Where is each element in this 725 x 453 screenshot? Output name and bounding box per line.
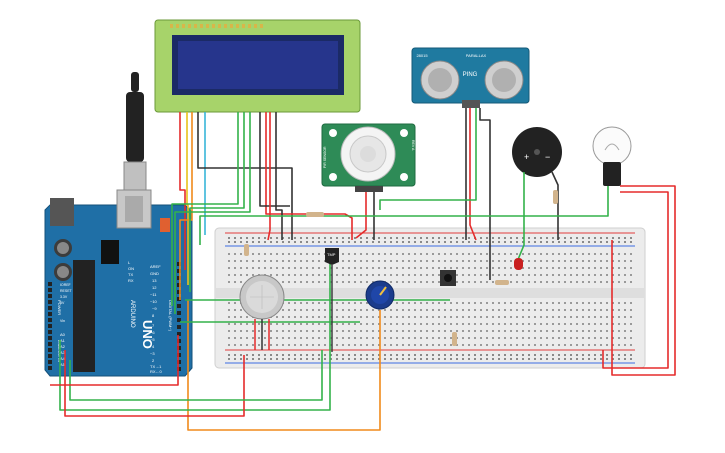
wire-bottom-orange <box>187 300 381 431</box>
wire-pir-red <box>355 192 367 239</box>
wire-red-ard <box>50 335 179 386</box>
breadboard-holes <box>228 237 632 360</box>
rx-led-label: RX <box>128 278 134 283</box>
pin-3-label: ~3 <box>150 351 155 356</box>
wire-bottom-red <box>64 350 245 417</box>
lcd-pin-header <box>170 24 263 28</box>
pir-right-label: REV A <box>411 140 415 151</box>
v5-label: 5V <box>60 301 65 305</box>
wire-bulb-red <box>611 185 676 376</box>
light-bulb[interactable] <box>592 126 632 186</box>
wire-bottom-green <box>59 260 331 411</box>
ultrasonic-sensor[interactable]: PING PARALLAX 28015 <box>411 47 530 108</box>
l-led-label: L <box>128 260 131 265</box>
on-led-label: ON <box>128 266 134 271</box>
piezo-buzzer[interactable]: + − <box>512 127 562 177</box>
a4-label: A4 <box>60 356 66 361</box>
wire-bottom-green2 <box>69 350 323 401</box>
pin-10-label: ~10 <box>150 299 158 304</box>
push-button[interactable] <box>440 270 456 286</box>
wire-lcd-orange <box>179 112 193 300</box>
pin-8-label: 8 <box>152 313 155 318</box>
buzzer-plus-label: + <box>524 152 529 162</box>
tmp-label: TMP <box>327 252 336 257</box>
buzzer-minus-label: − <box>545 152 550 162</box>
wire-lcd-yellow <box>186 112 189 285</box>
arduino-power-label: POWER <box>57 300 62 315</box>
a0-label: A0 <box>60 332 66 337</box>
wire-lcd-red-2 <box>265 112 318 215</box>
resistors <box>244 190 558 346</box>
arduino-digital-header <box>177 262 181 371</box>
gas-sensor[interactable] <box>239 274 285 350</box>
reset-label: RESET <box>60 289 73 293</box>
wire-lcd-red <box>179 112 186 270</box>
wire-buzzer-black <box>551 171 559 240</box>
aref-label: AREF <box>150 264 161 269</box>
tx-pin-label: TX→1 <box>150 364 162 369</box>
pin-12-label: 12 <box>152 285 157 290</box>
pin-4-label: 4 <box>152 344 155 349</box>
arduino-model-text: UNO <box>140 320 155 349</box>
arduino-digital-label: DIGITAL (PWM~) <box>168 300 173 332</box>
red-led[interactable] <box>514 258 523 270</box>
wire-lcd-red-3 <box>267 112 271 241</box>
rx-pin-label: RX←0 <box>150 369 163 374</box>
gnd-label: GND <box>150 271 159 276</box>
potentiometer[interactable] <box>365 280 395 310</box>
pin-9-label: ~9 <box>152 306 157 311</box>
vin-label: Vin <box>60 319 65 323</box>
arduino-uno-board[interactable]: ARDUINO UNO DIGITAL (PWM~) POWER ANALOG … <box>44 189 193 377</box>
arduino-logo-text: ARDUINO <box>129 300 135 328</box>
a2-label: A2 <box>60 344 66 349</box>
pir-left-label: PIR SENSOR <box>323 146 327 168</box>
wire-lcd-black-3 <box>275 112 283 240</box>
arduino-power-analog-header <box>48 282 52 370</box>
wire-bulb-red-2 <box>602 191 669 369</box>
pir-sensor[interactable]: PIR SENSOR REV A <box>321 123 416 192</box>
wire-buzzer-green <box>516 172 525 263</box>
breadboard[interactable] <box>214 227 646 369</box>
wire-ping-green <box>379 108 477 210</box>
wire-ping-black2 <box>479 108 491 280</box>
wire-bulb-green <box>199 186 609 245</box>
a1-label: A1 <box>60 338 66 343</box>
wire-lcd-green-2 <box>171 112 239 306</box>
wire-ping-red <box>469 108 477 241</box>
ping-label: PING <box>463 72 478 78</box>
wire-lcd-green-1 <box>189 112 245 292</box>
pin-2-label: 2 <box>152 358 155 363</box>
v33-label: 3.3V <box>60 295 68 299</box>
lcd-display[interactable] <box>154 19 361 113</box>
parallax-label: PARALLAX <box>466 53 487 58</box>
sensor-code-label: 28015 <box>416 53 428 58</box>
a5-label: A5 <box>60 362 66 367</box>
a3-label: A3 <box>60 350 66 355</box>
ioref-label: IOREF <box>60 283 71 287</box>
pin-11-label: ~11 <box>150 292 157 297</box>
temperature-sensor[interactable]: TMP <box>325 248 339 352</box>
wire-lcd-black-2 <box>259 112 290 207</box>
tx-led-label: TX <box>128 272 133 277</box>
wire-lcd-green-3 <box>174 112 251 314</box>
pin-6-label: ~6 <box>150 330 155 335</box>
pin-5-label: ~5 <box>150 337 155 342</box>
pin-7-label: 7 <box>152 323 155 328</box>
wire-lcd-black-1 <box>197 112 293 240</box>
wires <box>50 108 676 431</box>
pin-13-label: 13 <box>152 278 157 283</box>
usb-cable <box>123 72 147 191</box>
